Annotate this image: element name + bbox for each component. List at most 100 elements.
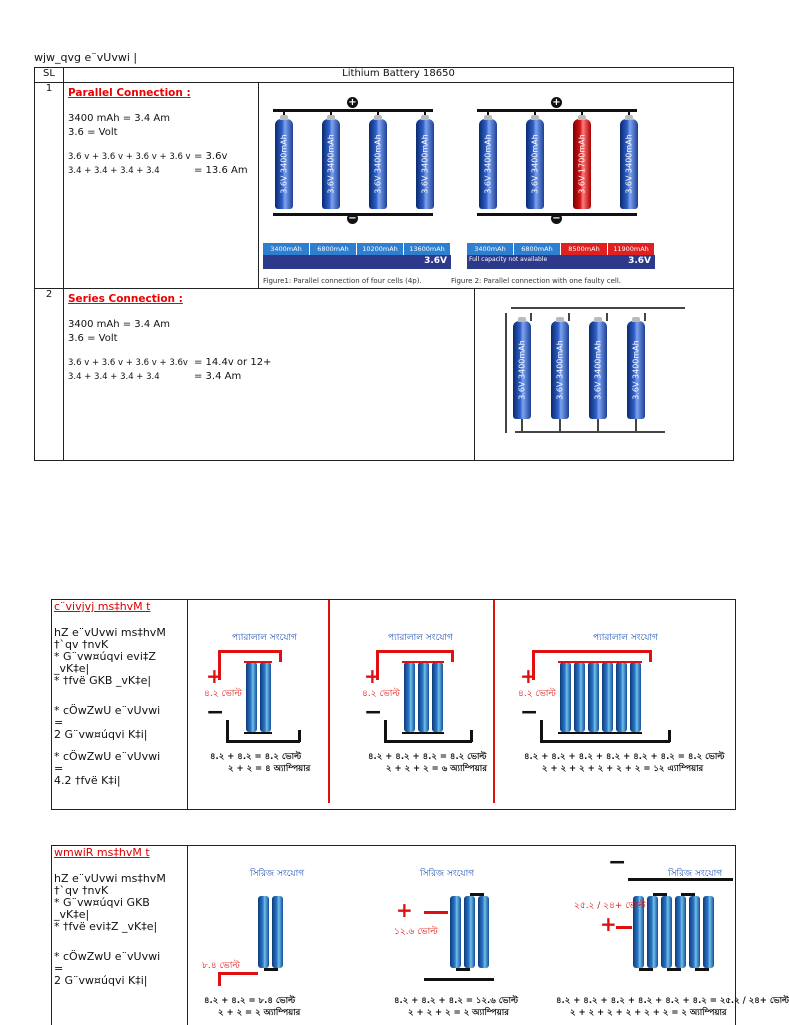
faulty-battery-cell: 3.6V 1700mAh [573, 115, 591, 209]
battery-cell [602, 662, 613, 732]
red-wire [218, 972, 258, 975]
battery-label: 3.6V 3400mAh [483, 134, 493, 194]
minus-sign-icon: − [520, 700, 539, 725]
battery-cell [588, 662, 599, 732]
capacity-segment: 10200mAh [357, 243, 404, 255]
equation-voltage: ৪.২ + ৪.২ = ৪.২ ভোল্ট [210, 752, 302, 762]
series-link [635, 419, 637, 431]
parallel-box-title: c¨vivjvj ms‡hvM t [54, 600, 151, 613]
minus-sign-icon: − [608, 850, 627, 875]
series-link [639, 968, 653, 971]
battery-cell [464, 896, 475, 968]
battery-cell [630, 662, 641, 732]
parallel-diagrams: প্যারালাল সংযোগ+৪.২ ভোল্ট−৪.২ + ৪.২ = ৪.… [188, 600, 735, 809]
battery-cell [450, 896, 461, 968]
lead [534, 109, 536, 119]
battery-cell: 3.6V 3400mAh [526, 115, 544, 209]
note-line: * †fvë GKB _vK‡e| [54, 674, 152, 687]
diagram-title: সিরিজ সংযোগ [668, 869, 723, 879]
lead [424, 109, 426, 119]
red-wire [532, 650, 535, 680]
battery-cap [280, 115, 288, 120]
note-line: * †fvë evi‡Z _vK‡e| [54, 920, 158, 933]
capacity-segment: 8500mAh [561, 243, 608, 255]
battery-cell [689, 896, 700, 968]
capacity-segment: 13600mAh [404, 243, 451, 255]
lead [628, 109, 630, 119]
row-text-cell: Series Connection : 3400 mAh = 3.4 Am 3.… [63, 288, 735, 461]
equation-current: ২ + ২ + ২ + ২ + ২ + ২ = ১২ এ্যাম্পিয়ার [542, 764, 704, 774]
series-wire [511, 307, 685, 309]
row-line: 3400 mAh = 3.4 Am [68, 113, 170, 124]
battery-cell: 3.6V 3400mAh [369, 115, 387, 209]
red-divider [328, 600, 330, 803]
positive-terminal-icon: + [347, 97, 358, 108]
voltage-label: 3.6V [424, 256, 447, 266]
battery-cell [272, 896, 283, 968]
parallel-heading: Parallel Connection : [68, 87, 191, 99]
note-line: * G¨vw¤úqvi evi‡Z [54, 650, 156, 663]
equation-current: ২ + ২ + ২ = ৬ অ্যাম্পিয়ার [386, 764, 487, 774]
battery-cap [518, 317, 526, 322]
row-line: 3400 mAh = 3.4 Am [68, 319, 170, 330]
series-link [681, 893, 695, 896]
black-wire [540, 720, 543, 742]
figure-caption: Figure 2: Parallel connection with one f… [451, 277, 622, 285]
box-divider [187, 846, 188, 1025]
black-wire [298, 730, 301, 742]
battery-cell [258, 896, 269, 968]
equation-voltage: ৪.২ + ৪.২ + ৪.২ = ৪.২ ভোল্ট [368, 752, 487, 762]
battery-label: 3.6V 3400mAh [420, 134, 430, 194]
plus-sign-icon: + [206, 664, 223, 688]
battery-cell: 3.6V 3400mAh [620, 115, 638, 209]
plus-sign-icon: + [364, 664, 381, 688]
capacity-segment: 6800mAh [514, 243, 561, 255]
red-wire [376, 650, 379, 680]
voltage-label: ৮.৪ ভোল্ট [202, 961, 240, 971]
black-wire [628, 878, 733, 881]
note-line: 2 G¨vw¤úqvi K‡i| [54, 728, 148, 741]
black-wire [470, 730, 473, 742]
battery-cell [633, 896, 644, 968]
black-wire [384, 720, 387, 742]
lead [581, 109, 583, 119]
red-wire [376, 650, 454, 653]
eq-right: = 14.4v or 12+ [194, 357, 272, 368]
note-line: = [54, 716, 64, 729]
series-link [667, 968, 681, 971]
document-title: wjw_qvg e¨vUvwi | [34, 51, 138, 64]
eq-right: = 13.6 Am [194, 165, 248, 176]
eq-right: = 3.4 Am [194, 371, 242, 382]
battery-cell: 3.6V 3400mAh [275, 115, 293, 209]
top-bus [558, 661, 642, 663]
capacity-segment: 3400mAh [263, 243, 310, 255]
series-link [653, 893, 667, 896]
positive-terminal-icon: + [551, 97, 562, 108]
black-wire [668, 730, 671, 742]
battery-cell [703, 896, 714, 968]
battery-cell: 3.6V 3400mAh [479, 115, 497, 209]
note-line: * cÖwZwU e¨vUvwi [54, 950, 161, 963]
diagram-title: প্যারালাল সংযোগ [593, 633, 658, 643]
header-sl: SL [34, 67, 64, 83]
battery-cell [616, 662, 627, 732]
battery-cell [647, 896, 658, 968]
series-wire [515, 431, 665, 433]
battery-cell [560, 662, 571, 732]
row-text-cell: Parallel Connection : 3400 mAh = 3.4 Am … [63, 82, 259, 289]
top-bus [402, 661, 444, 663]
black-wire [226, 720, 229, 742]
box-divider [187, 600, 188, 809]
note-line: * G¨vw¤úqvi GKB [54, 896, 150, 909]
capacity-segment: 3400mAh [467, 243, 514, 255]
series-link [264, 968, 278, 971]
table-header-row: SL Lithium Battery 18650 [34, 67, 734, 83]
voltage-label: ১২.৬ ভোল্ট [394, 927, 438, 937]
battery-cell: 3.6V 3400mAh [322, 115, 340, 209]
note-line: = [54, 762, 64, 775]
battery-cell [675, 896, 686, 968]
